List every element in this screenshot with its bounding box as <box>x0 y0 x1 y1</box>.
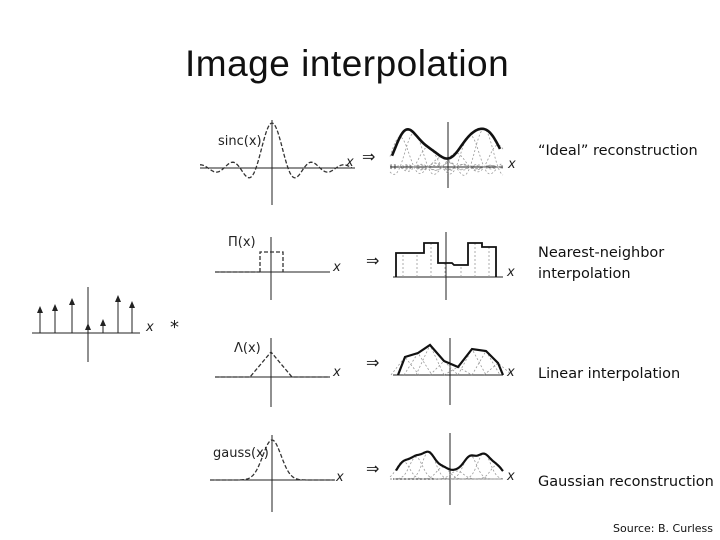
implies-arrow: ⇒ <box>366 459 379 478</box>
gaussian-kernel-curve <box>210 439 334 481</box>
shifted-gaussian-kernel <box>390 456 503 480</box>
shifted-triangle-kernel <box>429 360 459 376</box>
linear-reconstruction-curve <box>396 343 505 376</box>
kernel-function-label: gauss(x) <box>213 446 269 461</box>
input-sample-arrowhead <box>115 295 121 302</box>
shifted-triangle-kernel <box>403 352 433 376</box>
kernel-function-label: sinc(x) <box>218 134 262 149</box>
sinc-reconstruction-curve <box>390 127 502 160</box>
result-axis-x-label: x <box>507 157 516 172</box>
implies-arrow: ⇒ <box>362 147 375 166</box>
kernel-row-triangle: Λ(x) x ⇒ x <box>215 338 515 407</box>
caption-linear-interpolation: Linear interpolation <box>538 366 681 382</box>
shifted-triangle-kernel <box>471 350 501 376</box>
input-axis-x-label: x <box>145 320 154 335</box>
shifted-sinc-kernel <box>389 144 504 173</box>
shifted-sinc-kernel <box>389 152 504 171</box>
implies-arrow: ⇒ <box>366 353 379 372</box>
triangle-kernel-curve <box>215 350 330 378</box>
input-sample-arrowhead <box>129 301 135 308</box>
result-axis-x-label: x <box>506 265 515 280</box>
kernel-row-box: Π(x) x ⇒ x <box>215 232 515 300</box>
caption-nearest-neighbor: Nearest-neighbor interpolation <box>538 245 665 282</box>
kernel-axis-x-label: x <box>335 470 344 485</box>
input-sample-train: x * <box>32 287 179 362</box>
shifted-triangle-kernel <box>415 344 445 376</box>
caption-gaussian-reconstruction: Gaussian reconstruction <box>538 474 714 490</box>
result-axis-x-label: x <box>506 469 515 484</box>
input-sample-arrowhead <box>85 323 91 330</box>
input-sample-arrowhead <box>100 319 106 326</box>
shifted-gaussian-kernel <box>390 450 503 480</box>
sinc-kernel-curve <box>200 122 353 179</box>
shifted-gaussian-kernel <box>390 464 504 480</box>
input-sample-arrowhead <box>52 304 58 311</box>
kernel-axis-x-label: x <box>332 260 341 275</box>
caption-ideal-reconstruction: “Ideal” reconstruction <box>538 143 698 159</box>
kernel-axis-x-label: x <box>345 155 354 170</box>
kernel-function-label: Λ(x) <box>234 341 261 356</box>
gaussian-reconstruction-curve <box>395 450 504 472</box>
result-axis-x-label: x <box>506 365 515 380</box>
source-credit: Source: B. Curless <box>613 522 713 535</box>
nearest-neighbor-steps <box>395 242 497 277</box>
kernel-row-gaussian: gauss(x) x ⇒ x <box>210 433 515 512</box>
shifted-gaussian-kernel <box>390 452 504 480</box>
implies-arrow: ⇒ <box>366 251 379 270</box>
convolution-symbol: * <box>170 317 179 338</box>
sinc-shifted-kernels <box>389 128 504 176</box>
nearest-neighbor-staircase <box>395 242 497 277</box>
slide-title: Image interpolation <box>185 43 510 84</box>
input-sample-arrowhead <box>69 298 75 305</box>
input-sample-arrowhead <box>37 306 43 313</box>
kernel-axis-x-label: x <box>332 365 341 380</box>
shifted-gaussian-kernel <box>390 470 503 480</box>
box-kernel-curve <box>215 251 284 273</box>
shifted-sinc-kernel <box>389 132 504 175</box>
shifted-triangle-kernel <box>443 366 473 376</box>
kernel-row-sinc: sinc(x) x ⇒ x <box>200 120 516 205</box>
kernel-function-label: Π(x) <box>228 235 256 250</box>
